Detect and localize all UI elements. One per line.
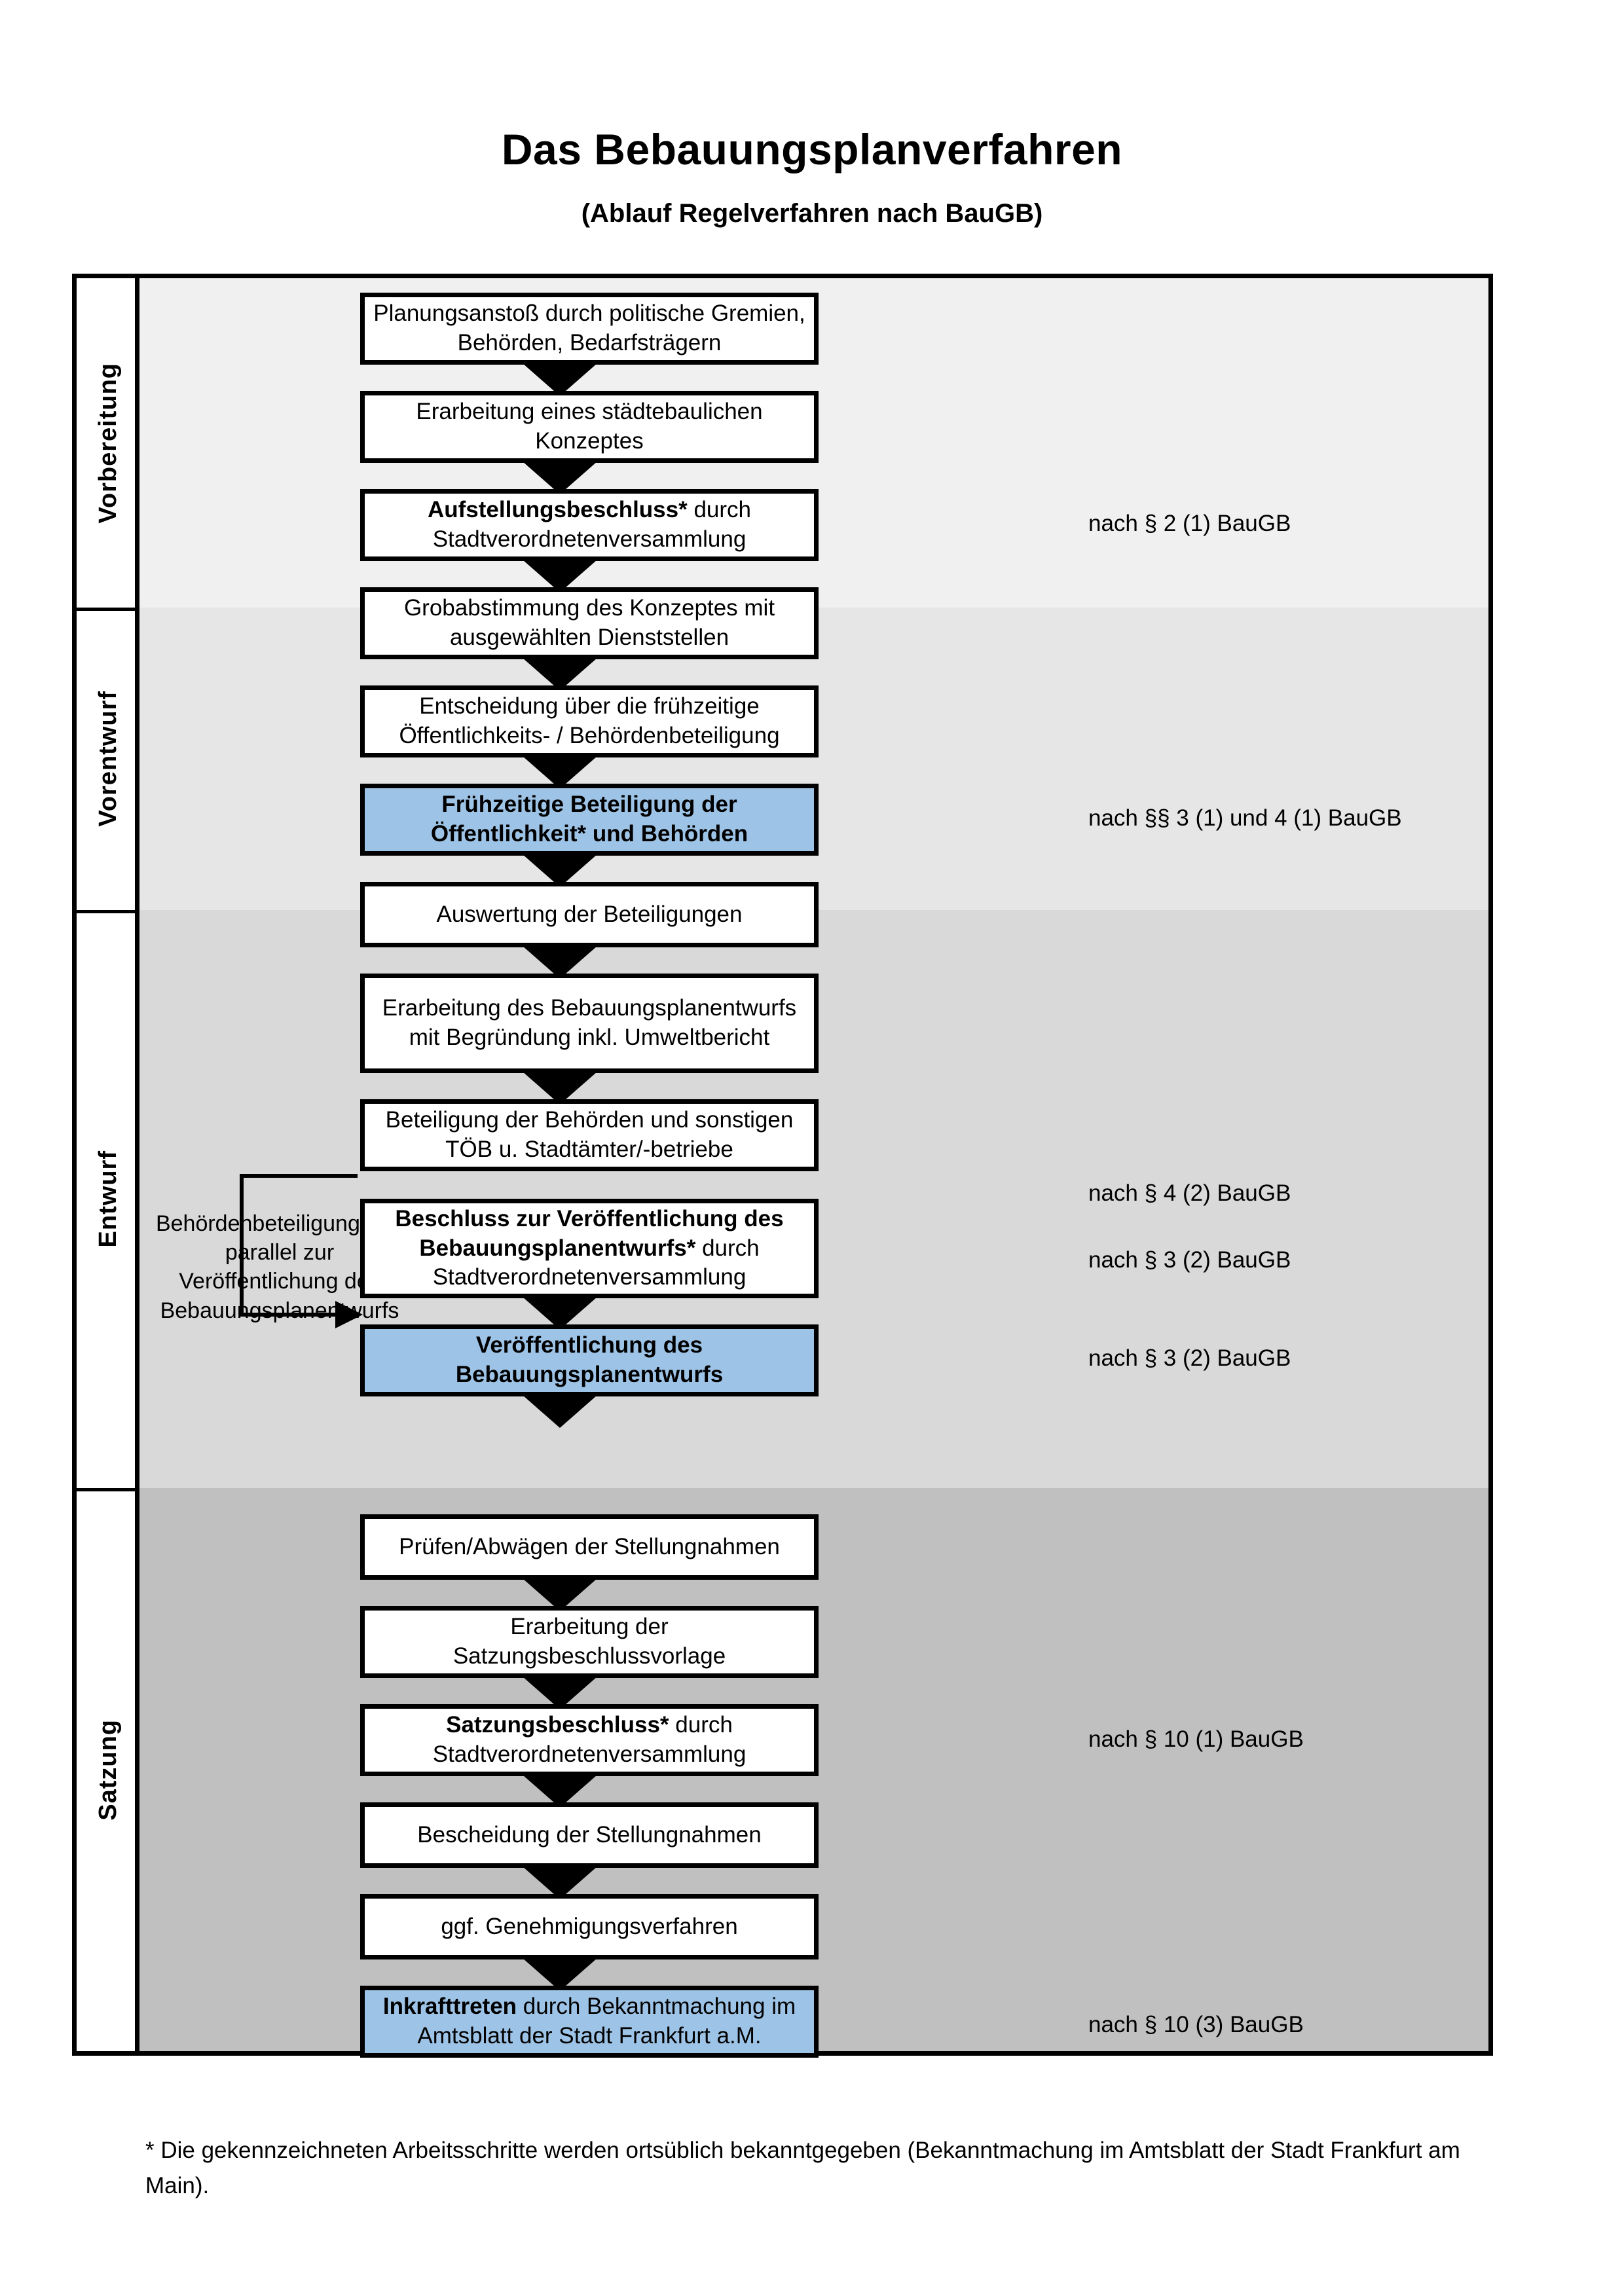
- phase-divider-2: [77, 910, 139, 913]
- step-box-pruefen-abwaegen[interactable]: Prüfen/Abwägen der Stellungnahmen: [360, 1514, 819, 1580]
- step-text: Veröffentlichung des Bebauungsplanentwur…: [455, 1332, 724, 1387]
- flow-arrow-down-icon-7: [523, 946, 597, 979]
- step-box-erarbeitung-bplanentwurf[interactable]: Erarbeitung des Bebauungsplanentwurfs mi…: [360, 974, 819, 1073]
- step-text: Frühzeitige Beteiligung der Öffentlichke…: [430, 792, 748, 847]
- process-diagram: Vorbereitung Vorentwurf Entwurf Satzung …: [72, 274, 1493, 2058]
- page-title: Das Bebauungsplanverfahren: [501, 125, 1123, 173]
- step-text: Erarbeitung eines städtebaulichen Konzep…: [416, 399, 763, 454]
- step-box-veroeffentlichung-bplanentwurf[interactable]: Veröffentlichung des Bebauungsplanentwur…: [360, 1324, 819, 1396]
- step-text: Bescheidung der Stellungnahmen: [417, 1821, 762, 1848]
- step-text: Beschluss zur Veröffentlichung des Bebau…: [371, 1205, 807, 1292]
- step-text: Planungsanstoß durch politische Gremien,…: [373, 301, 805, 355]
- step-text-rest: durch Stadtverordnetenversammlung: [432, 1235, 760, 1290]
- step-box-auswertung-beteiligungen[interactable]: Auswertung der Beteiligungen: [360, 882, 819, 947]
- phase-label-vorbereitung: Vorbereitung: [94, 362, 122, 524]
- step-text: Beteiligung der Behörden und sonstigen T…: [385, 1107, 794, 1162]
- step-text: Inkrafttreten durch Bekanntmachung im Am…: [371, 1992, 807, 2051]
- flow-arrow-down-icon-6: [523, 854, 597, 887]
- step-box-aufstellungsbeschluss[interactable]: Aufstellungsbeschluss* durch Stadtverord…: [360, 489, 819, 561]
- legal-ref-par10-3: nach § 10 (3) BauGB: [1088, 2012, 1304, 2037]
- step-text: Satzungsbeschluss* durch Stadtverordnete…: [371, 1711, 807, 1770]
- step-box-satzungsbeschluss[interactable]: Satzungsbeschluss* durch Stadtverordnete…: [360, 1704, 819, 1776]
- phase-cell-entwurf: Entwurf: [77, 910, 139, 1488]
- flow-arrow-down-icon-2: [523, 462, 597, 494]
- step-box-planungsanstoss[interactable]: Planungsanstoß durch politische Gremien,…: [360, 293, 819, 365]
- flow-arrow-down-icon-1: [523, 363, 597, 396]
- parallel-bracket-vertical: [240, 1174, 244, 1317]
- step-text-rest: durch Bekanntmachung im Amtsblatt der St…: [417, 1994, 796, 2049]
- phase-label-entwurf: Entwurf: [94, 1150, 122, 1248]
- page-subtitle: (Ablauf Regelverfahren nach BauGB): [581, 199, 1043, 228]
- step-box-grobabstimmung[interactable]: Grobabstimmung des Konzeptes mit ausgewä…: [360, 587, 819, 659]
- legal-ref-par3-2-b: nach § 3 (2) BauGB: [1088, 1345, 1291, 1371]
- step-text-bold: Beschluss zur Veröffentlichung des Bebau…: [395, 1205, 784, 1261]
- phase-cell-vorentwurf: Vorentwurf: [77, 608, 139, 910]
- flow-arrow-down-icon-5: [523, 756, 597, 789]
- step-text: ggf. Genehmigungsverfahren: [441, 1913, 738, 1939]
- step-text-rest: durch Stadtverordnetenversammlung: [432, 497, 752, 552]
- phase-label-column: Vorbereitung Vorentwurf Entwurf Satzung: [77, 278, 139, 2051]
- parallel-bracket-top-segment: [240, 1174, 358, 1178]
- step-text: Grobabstimmung des Konzeptes mit ausgewä…: [403, 595, 775, 650]
- flow-arrow-down-icon-3: [523, 560, 597, 592]
- step-text: Erarbeitung des Bebauungsplanentwurfs mi…: [382, 995, 797, 1050]
- step-box-staedtebauliches-konzept[interactable]: Erarbeitung eines städtebaulichen Konzep…: [360, 391, 819, 463]
- phase-cell-vorbereitung: Vorbereitung: [77, 278, 139, 608]
- step-text: Aufstellungsbeschluss* durch Stadtverord…: [371, 496, 807, 555]
- phase-divider-1: [77, 608, 139, 611]
- flow-arrow-down-icon-8: [523, 1072, 597, 1104]
- step-text: Erarbeitung der Satzungsbeschlussvorlage: [452, 1614, 726, 1669]
- step-text-bold: Aufstellungsbeschluss*: [427, 497, 688, 523]
- phase-cell-satzung: Satzung: [77, 1488, 139, 2051]
- step-box-fruehzeitige-beteiligung[interactable]: Frühzeitige Beteiligung der Öffentlichke…: [360, 784, 819, 856]
- title-block: Das Bebauungsplanverfahren (Ablauf Regel…: [0, 0, 1624, 228]
- flow-arrow-down-icon-14: [523, 1867, 597, 1899]
- flow-arrow-down-icon-13: [523, 1775, 597, 1808]
- step-box-bescheidung-stellungnahmen[interactable]: Bescheidung der Stellungnahmen: [360, 1802, 819, 1868]
- phase-divider-3: [77, 1488, 139, 1491]
- legal-ref-par2-1: nach § 2 (1) BauGB: [1088, 511, 1291, 536]
- step-box-entscheidung-fruehzeitige[interactable]: Entscheidung über die frühzeitige Öffent…: [360, 685, 819, 757]
- flow-arrow-down-icon-10: [523, 1395, 597, 1428]
- parallel-bracket-arrowhead-icon: [335, 1301, 363, 1328]
- step-box-genehmigungsverfahren[interactable]: ggf. Genehmigungsverfahren: [360, 1894, 819, 1959]
- step-text: Entscheidung über die frühzeitige Öffent…: [399, 693, 780, 748]
- legal-ref-par4-2: nach § 4 (2) BauGB: [1088, 1180, 1291, 1206]
- legal-ref-par3-1-par4-1: nach §§ 3 (1) und 4 (1) BauGB: [1088, 805, 1402, 831]
- step-box-erarbeitung-satzungsvorlage[interactable]: Erarbeitung der Satzungsbeschlussvorlage: [360, 1606, 819, 1678]
- step-text: Prüfen/Abwägen der Stellungnahmen: [399, 1533, 780, 1559]
- flow-arrow-down-icon-4: [523, 658, 597, 691]
- legal-ref-par3-2-a: nach § 3 (2) BauGB: [1088, 1247, 1291, 1273]
- flow-arrow-down-icon-9: [523, 1297, 597, 1330]
- flow-arrow-down-icon-12: [523, 1677, 597, 1709]
- step-box-beteiligung-behoerden-toeb[interactable]: Beteiligung der Behörden und sonstigen T…: [360, 1099, 819, 1171]
- parallel-process-note: Behördenbeteiligung ggf. parallel zur Ve…: [155, 1211, 404, 1323]
- footnote-text: * Die gekennzeichneten Arbeitsschritte w…: [145, 2138, 1460, 2199]
- phase-label-satzung: Satzung: [94, 1719, 122, 1821]
- step-text-bold: Satzungsbeschluss*: [446, 1712, 669, 1738]
- flow-arrow-down-icon-11: [523, 1578, 597, 1611]
- legal-ref-par10-1: nach § 10 (1) BauGB: [1088, 1726, 1304, 1752]
- step-text-bold: Inkrafttreten: [382, 1994, 517, 2020]
- step-text: Auswertung der Beteiligungen: [436, 901, 743, 927]
- step-box-beschluss-veroeffentlichung[interactable]: Beschluss zur Veröffentlichung des Bebau…: [360, 1199, 819, 1298]
- phase-label-vorentwurf: Vorentwurf: [94, 691, 122, 827]
- parallel-bracket-bottom-segment: [240, 1313, 338, 1317]
- flow-arrow-down-icon-15: [523, 1958, 597, 1991]
- step-box-inkrafttreten[interactable]: Inkrafttreten durch Bekanntmachung im Am…: [360, 1986, 819, 2058]
- step-text-rest: durch Stadtverordnetenversammlung: [432, 1712, 747, 1767]
